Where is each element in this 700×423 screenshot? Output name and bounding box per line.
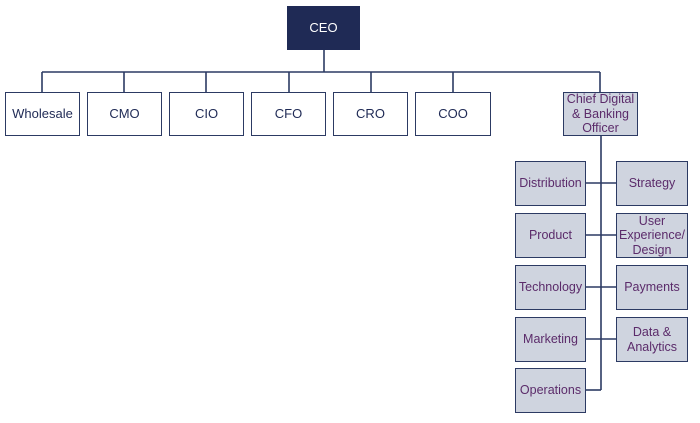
cfo-box: CFO (251, 92, 326, 136)
payments-box: Payments (616, 265, 688, 310)
cro-box: CRO (333, 92, 408, 136)
data-analytics-label: Data & Analytics (626, 325, 678, 354)
coo-label: COO (438, 105, 468, 121)
chief-digital-banking-officer-box: Chief Digital & Banking Officer (563, 92, 638, 136)
payments-label: Payments (624, 280, 680, 295)
user-experience-design-label: User Experience/ Design (619, 213, 686, 257)
product-label: Product (528, 228, 573, 243)
wholesale-box: Wholesale (5, 92, 80, 136)
coo-box: COO (415, 92, 491, 136)
distribution-label: Distribution (519, 176, 582, 191)
operations-label: Operations (519, 383, 582, 398)
wholesale-label: Wholesale (12, 105, 73, 121)
cio-box: CIO (169, 92, 244, 136)
cro-label: CRO (356, 105, 385, 121)
ceo-box: CEO (287, 6, 360, 50)
marketing-box: Marketing (515, 317, 586, 362)
ceo-label: CEO (309, 19, 338, 35)
cfo-label: CFO (274, 105, 303, 121)
user-experience-design-box: User Experience/ Design (616, 213, 688, 258)
product-box: Product (515, 213, 586, 258)
data-analytics-box: Data & Analytics (616, 317, 688, 362)
strategy-label: Strategy (628, 176, 676, 191)
distribution-box: Distribution (515, 161, 586, 206)
technology-label: Technology (518, 280, 583, 295)
cmo-label: CMO (109, 105, 140, 121)
technology-box: Technology (515, 265, 586, 310)
chief-digital-banking-officer-label: Chief Digital & Banking Officer (566, 92, 635, 136)
cio-label: CIO (194, 105, 219, 121)
operations-box: Operations (515, 368, 586, 413)
marketing-label: Marketing (523, 332, 578, 347)
strategy-box: Strategy (616, 161, 688, 206)
cmo-box: CMO (87, 92, 162, 136)
